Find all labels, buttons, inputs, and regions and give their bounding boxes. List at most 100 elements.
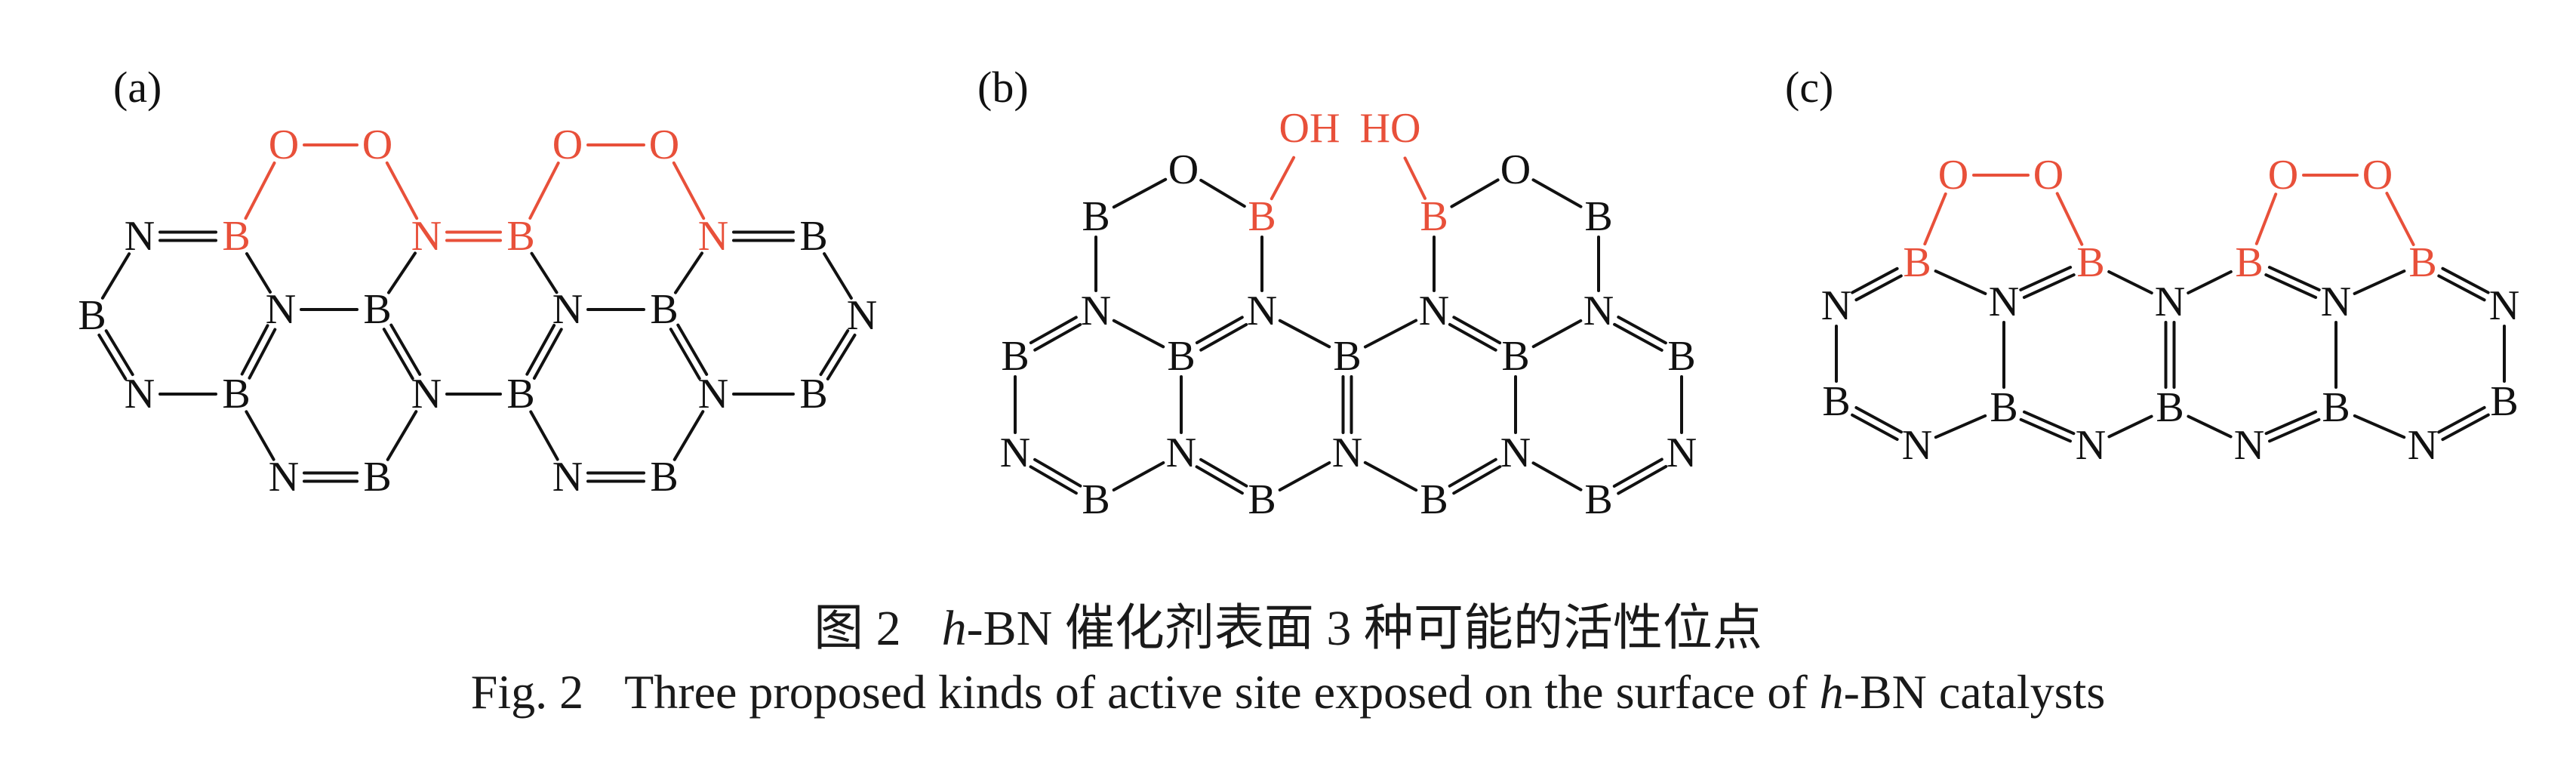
atom-label-b: B (506, 371, 534, 417)
atom-label-n: N (411, 213, 442, 260)
atom-label-b: B (1420, 193, 1448, 240)
atom-label-n: N (1247, 288, 1277, 334)
atom-label-b: B (1584, 193, 1612, 240)
bond-line (1112, 177, 1168, 209)
bond-line (823, 252, 853, 300)
bond-line (1452, 316, 1502, 345)
atom-label-n: N (1989, 279, 2019, 325)
bond-line (2267, 266, 2321, 291)
bond-line (2019, 417, 2072, 443)
atom-label-o: O (2268, 152, 2298, 199)
atom-label-n: N (698, 213, 728, 260)
atom-label-oh: OH (1279, 105, 1340, 152)
atom-label-b: B (2490, 378, 2518, 425)
bond-line (1029, 316, 1078, 344)
atom-label-b: B (650, 454, 678, 501)
atom-label-b: B (2322, 384, 2350, 431)
bond-line (1029, 465, 1078, 495)
bond-line (389, 323, 422, 376)
caption-en-text: Three proposed kinds of active site expo… (624, 665, 1820, 719)
bond-line (1452, 465, 1502, 495)
bond-line (245, 252, 272, 294)
atom-label-n: N (1667, 430, 1697, 476)
bond-line (1112, 461, 1165, 491)
bond-line (2268, 417, 2321, 443)
bond-line (1854, 406, 1903, 434)
atom-label-b: B (222, 371, 250, 417)
bond-line (674, 251, 703, 294)
bond-line (97, 333, 128, 380)
bond-line (2441, 413, 2490, 442)
atom-label-n: N (1419, 288, 1449, 334)
atom-label-n: N (1081, 288, 1111, 334)
atom-label-o: O (2362, 152, 2393, 199)
bond-line (1448, 322, 1497, 352)
caption-cn-number: 图 2 (814, 601, 901, 656)
atom-label-b: B (1248, 193, 1276, 240)
bond-line (104, 329, 134, 377)
bond-line (1363, 461, 1418, 492)
bond-line (2441, 266, 2490, 294)
bond-line (1851, 413, 1899, 441)
bond-line (2187, 270, 2233, 294)
bond-line (2107, 414, 2153, 439)
bond-line (1270, 156, 1296, 201)
atom-label-b: B (1667, 333, 1695, 380)
bond-line (1934, 270, 1987, 295)
bond-line (1923, 192, 1947, 246)
bond-line (1033, 457, 1082, 488)
bond-line (382, 328, 414, 380)
atom-label-n: N (269, 454, 299, 501)
atom-label-b: B (1501, 333, 1529, 380)
atom-label-n: N (552, 454, 583, 501)
atom-label-n: N (2408, 422, 2438, 469)
atom-label-b: B (1082, 476, 1109, 523)
atom-label-b: B (363, 454, 391, 501)
atom-label-ho: HO (1360, 105, 1421, 152)
atom-label-n: N (125, 213, 155, 260)
atom-label-n: N (698, 371, 728, 417)
atom-label-b: B (1167, 333, 1195, 380)
atom-label-o: O (269, 122, 299, 168)
bond-line (245, 410, 275, 461)
atom-label-b: B (650, 286, 678, 333)
bond-line (2023, 410, 2076, 436)
atom-label-n: N (125, 371, 155, 417)
atom-label-n: N (2321, 279, 2351, 325)
atom-label-b: B (363, 286, 391, 333)
atom-label-b: B (1333, 333, 1361, 380)
bond-line (1531, 319, 1583, 349)
bond-line (387, 251, 417, 294)
atom-label-o: O (1938, 152, 1968, 199)
atom-label-n: N (2234, 422, 2264, 469)
atom-label-o: O (362, 122, 392, 168)
atom-label-n: N (2076, 422, 2106, 469)
bond-line (2353, 270, 2406, 295)
panel-label-c: (c) (1785, 63, 1833, 112)
bond-line (1195, 465, 1244, 495)
bond-line (2385, 192, 2415, 246)
atom-label-b: B (78, 292, 106, 339)
bond-line (528, 162, 560, 220)
atom-label-o: O (1500, 146, 1531, 193)
bond-line (2353, 414, 2406, 439)
bond-line (1854, 274, 1903, 302)
bond-line (385, 161, 419, 220)
atom-label-b: B (799, 213, 827, 260)
bond-line (2437, 274, 2486, 302)
bond-line (2254, 193, 2278, 245)
panel-label-b: (b) (977, 63, 1029, 112)
caption-en-italic: h (1819, 665, 1844, 719)
bond-line (248, 328, 277, 380)
bond-line (1617, 316, 1667, 345)
atom-label-b: B (2076, 239, 2104, 286)
atom-label-b: B (1001, 333, 1029, 380)
bond-line (1934, 414, 1987, 439)
atom-label-b: B (222, 213, 250, 260)
